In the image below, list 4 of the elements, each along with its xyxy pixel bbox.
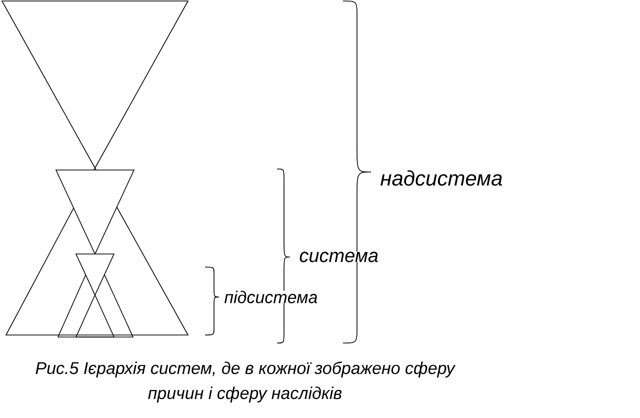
caption: Рис.5 Ієрархія систем, де в кожної зображено сферу причин і сферу наслідків: [36, 362, 456, 402]
brace-label: надсистема: [379, 170, 504, 186]
brace-label: система: [298, 252, 380, 262]
brace-label: підсистема: [223, 290, 319, 304]
